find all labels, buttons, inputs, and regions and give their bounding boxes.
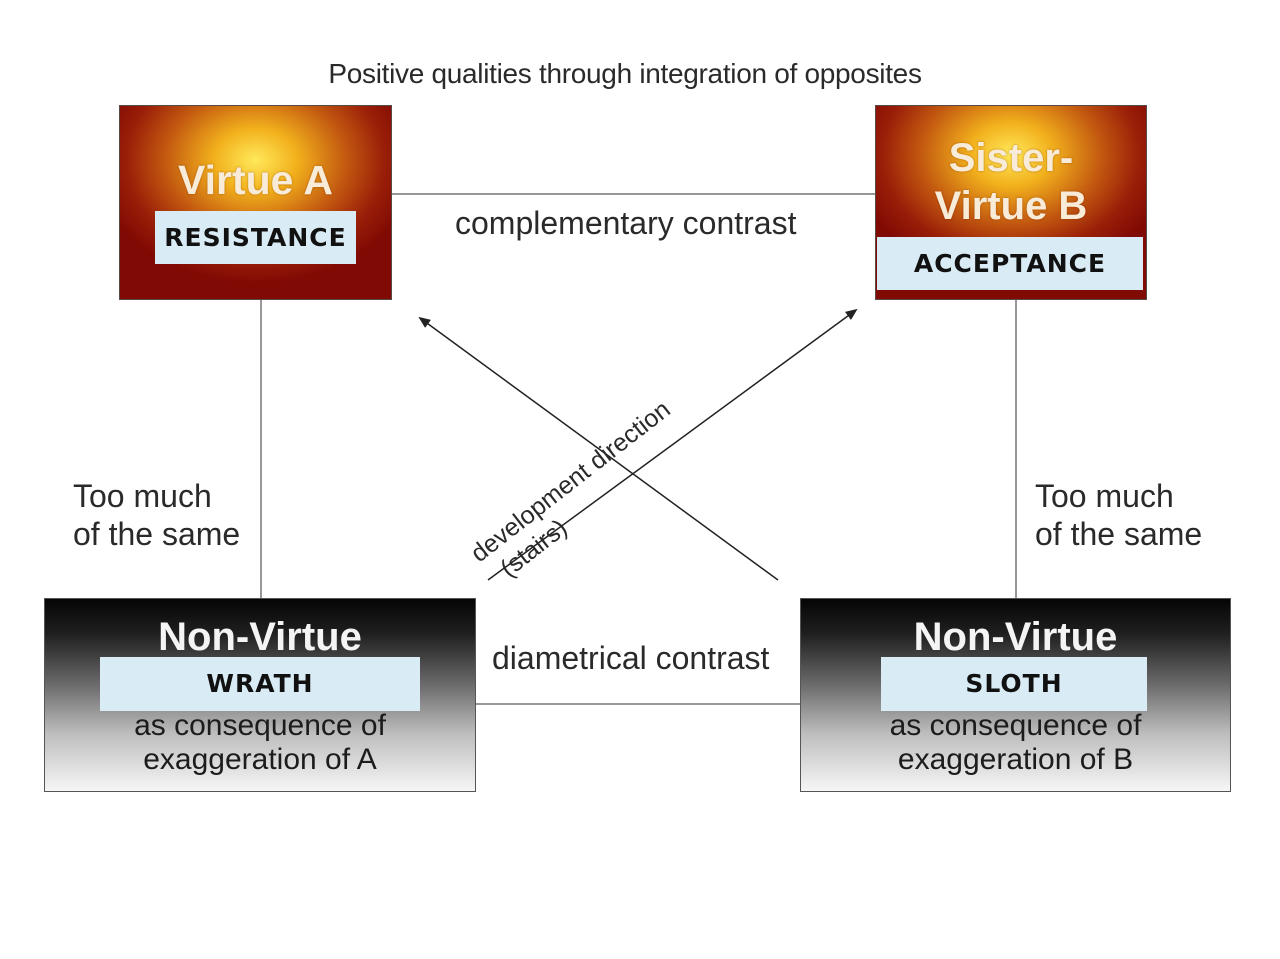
virtue-b-title: Sister- Virtue B [876, 134, 1146, 230]
nonvirtue-right-title: Non-Virtue [913, 615, 1118, 659]
complementary-contrast-label: complementary contrast [455, 205, 797, 241]
virtue-b-title-line1: Sister- [948, 136, 1074, 180]
virtue-b-label: ACCEPTANCE [877, 237, 1143, 290]
virtue-a-title: Virtue A [178, 157, 333, 203]
diagram-title: Positive qualities through integration o… [328, 58, 922, 89]
nonvirtue-right-subtitle: as consequence of exaggeration of B [801, 709, 1230, 777]
right-edge-label: Too much of the same [1035, 477, 1202, 553]
nonvirtue-left-label: WRATH [100, 657, 420, 711]
nonvirtue-left-sub-line1: as consequence of [134, 709, 386, 742]
right-edge-label-line2: of the same [1035, 516, 1203, 552]
left-edge-label-line2: of the same [73, 516, 241, 552]
virtue-b-title-line2: Virtue B [934, 184, 1088, 228]
virtue-a-box: Virtue A [119, 105, 392, 300]
nonvirtue-right-sub-line2: exaggeration of B [897, 743, 1134, 776]
diagonal-arrow-to-virtue-b [487, 308, 858, 581]
diagonal-arrow-to-virtue-a [418, 316, 779, 581]
left-edge-label-line1: Too much [73, 478, 212, 514]
left-edge-label: Too much of the same [73, 477, 240, 553]
nonvirtue-left-subtitle: as consequence of exaggeration of A [45, 709, 475, 777]
nonvirtue-left-title: Non-Virtue [158, 615, 362, 659]
nonvirtue-right-sub-line1: as consequence of [889, 709, 1142, 742]
nonvirtue-right-label: SLOTH [881, 657, 1147, 711]
diametrical-contrast-label: diametrical contrast [492, 640, 770, 676]
virtue-a-label: RESISTANCE [155, 211, 356, 264]
nonvirtue-left-sub-line2: exaggeration of A [143, 743, 377, 776]
right-edge-label-line1: Too much [1035, 478, 1174, 514]
